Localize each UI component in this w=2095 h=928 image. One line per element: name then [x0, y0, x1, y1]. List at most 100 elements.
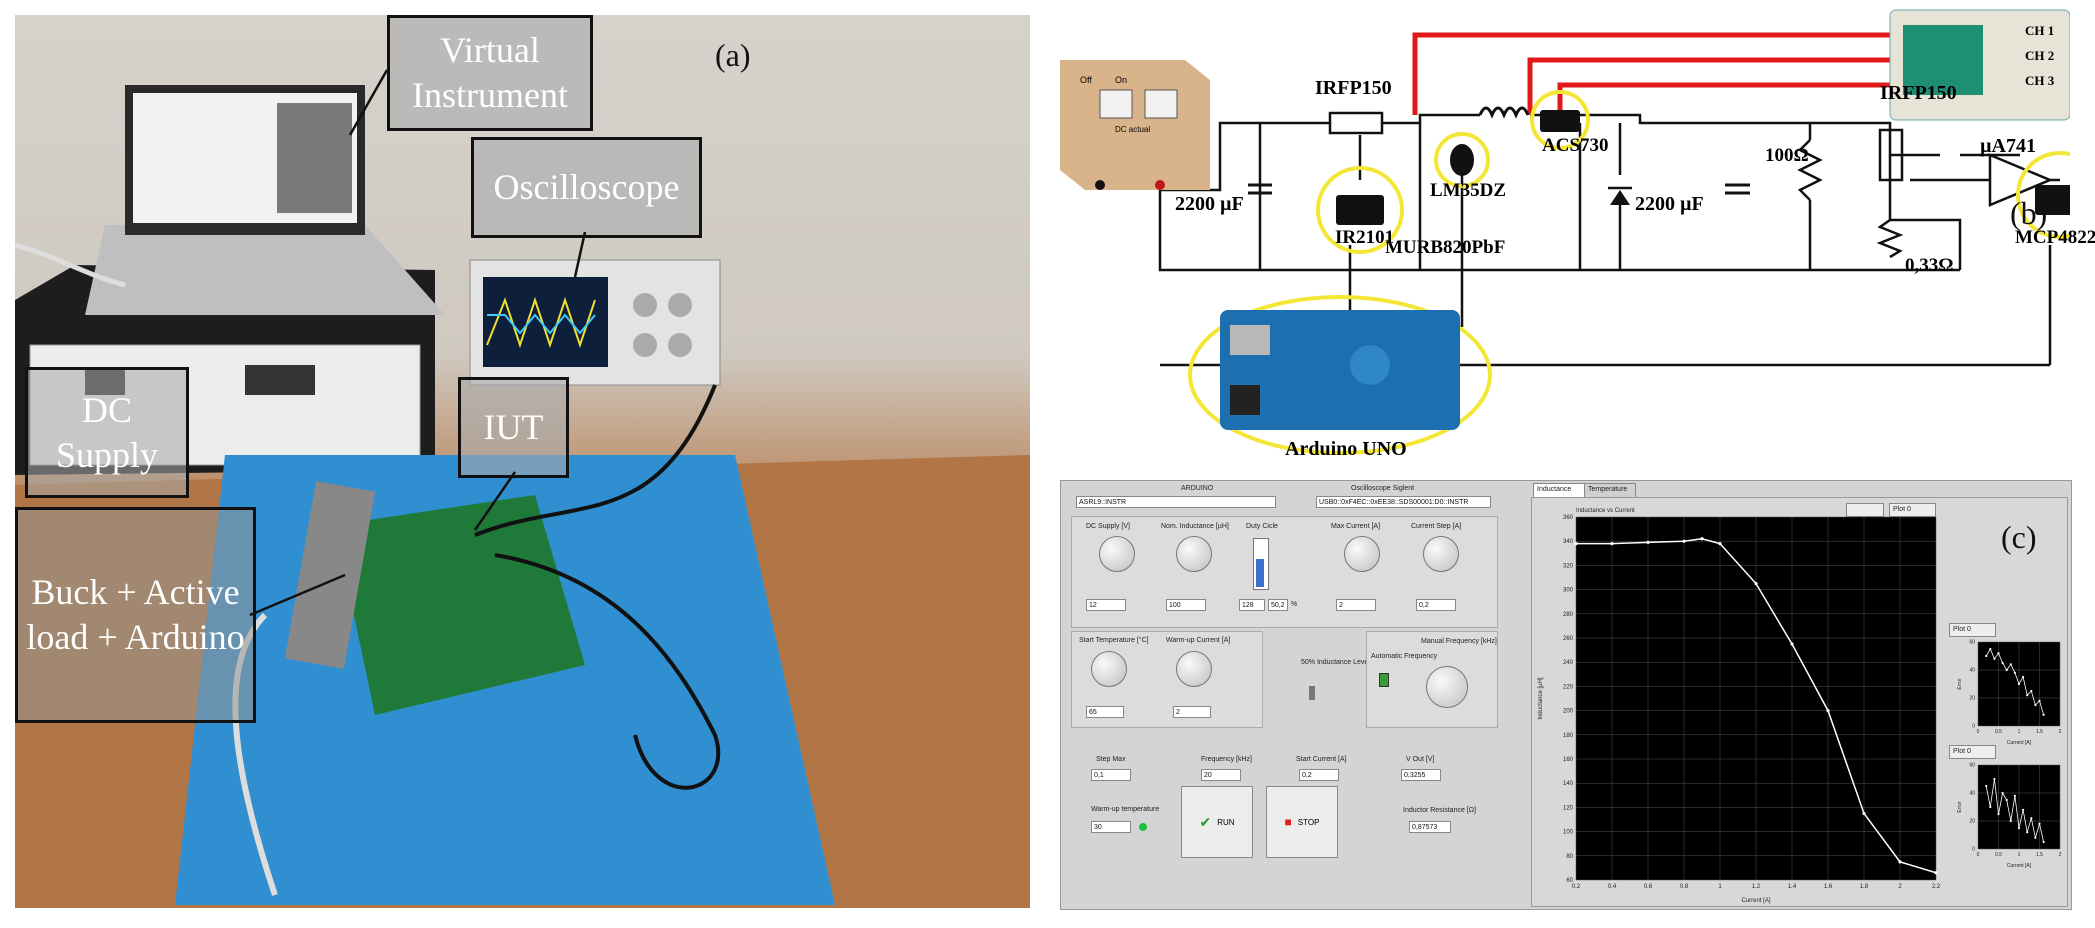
tab-temperature[interactable]: Temperature: [1584, 483, 1636, 498]
chart0-ylabel: Inductance [µH]: [1538, 677, 1544, 719]
auto-freq-toggle[interactable]: [1379, 673, 1389, 687]
warmup-temp-label: Warm-up temperature: [1091, 806, 1160, 813]
chart2-ytick-label: 20: [1969, 819, 1975, 825]
dc-supply-field[interactable]: 12: [1086, 599, 1126, 611]
chart1-point: [2030, 689, 2033, 693]
inductor-resistance-label: Inductor Resistance [Ω]: [1403, 807, 1476, 814]
chart1-xtick-label: 1.5: [2036, 729, 2043, 735]
chart1-point: [1997, 652, 2000, 655]
chart0-xtick-label: 1.4: [1788, 884, 1797, 890]
start-temp-field[interactable]: 65: [1086, 706, 1124, 718]
frequency-field[interactable]: 20: [1201, 769, 1241, 781]
chart0-point: [1610, 542, 1614, 546]
inductor-resistance-field[interactable]: 0,87573: [1409, 821, 1451, 833]
chart2-point: [1985, 784, 1988, 788]
start-temp-knob[interactable]: [1091, 651, 1127, 687]
plot-legend-main[interactable]: Plot 0: [1889, 503, 1936, 517]
run-button[interactable]: ✔ RUN: [1181, 786, 1253, 858]
chart2-point: [1993, 777, 1996, 781]
stop-button[interactable]: ■ STOP: [1266, 786, 1338, 858]
virtual-instrument-panel: ARDUINO ASRL9::INSTR Oscilloscope Siglen…: [1060, 480, 2072, 910]
nom-inductance-knob[interactable]: [1176, 536, 1212, 572]
driver-label: IR2101: [1335, 227, 1395, 248]
resistor-shunt-label: 0,33Ω: [1905, 255, 1954, 276]
duty-cycle-field-2[interactable]: 50,2: [1268, 599, 1288, 611]
callout-virtual-instrument: Virtual Instrument: [387, 15, 593, 131]
chart0-xtick-label: 2: [1898, 884, 1902, 890]
v-out-field[interactable]: 0,3255: [1401, 769, 1441, 781]
manual-freq-knob[interactable]: [1426, 666, 1468, 708]
scope-port-select[interactable]: USB0::0xF4EC::0xEE38::SDS00001:D0::INSTR: [1316, 496, 1491, 508]
plot-legend-main-label: Plot 0: [1893, 506, 1911, 513]
chart1-xtick-label: 1: [2018, 729, 2021, 735]
warmup-current-knob[interactable]: [1176, 651, 1212, 687]
chart1-xtick-label: 2: [2059, 729, 2062, 735]
chart0-xtick-label: 1.6: [1824, 884, 1833, 890]
graph-palette-icon[interactable]: [1846, 503, 1884, 517]
chart2-point: [2001, 791, 2004, 795]
dc-supply-label: DC Supply [V]: [1086, 523, 1130, 530]
tab-inductance[interactable]: Inductance: [1533, 483, 1585, 498]
chart0-ytick-label: 60: [1566, 878, 1573, 884]
chart0-ytick-label: 320: [1563, 563, 1574, 569]
duty-cycle-unit: %: [1291, 601, 1298, 608]
chart1-ytick-label: 20: [1969, 696, 1975, 702]
cap-out-label: 2200 µF: [1635, 193, 1704, 215]
chart0-xtick-label: 0.2: [1572, 884, 1581, 890]
chart1-ytick-label: 0: [1972, 724, 1975, 730]
chart0-xtick-label: 1.2: [1752, 884, 1761, 890]
dc-supply-knob[interactable]: [1099, 536, 1135, 572]
inductance-level-label: 50% Inductance Level: [1301, 659, 1370, 666]
chart1-xtick-label: 0.5: [1995, 729, 2002, 735]
dac-label: MCP4822: [2015, 227, 2095, 248]
callout-iut: IUT: [458, 377, 569, 478]
callout-oscilloscope: Oscilloscope: [471, 137, 702, 238]
warmup-current-field[interactable]: 2: [1173, 706, 1211, 718]
plot-legend-error-2[interactable]: Plot 0: [1949, 745, 1996, 759]
stop-icon: ■: [1284, 815, 1292, 829]
current-step-knob[interactable]: [1423, 536, 1459, 572]
plot-legend-error-1-label: Plot 0: [1953, 626, 1971, 633]
tab-inductance-label: Inductance: [1537, 486, 1572, 493]
duty-cycle-field-1[interactable]: 128: [1239, 599, 1265, 611]
chart1-xlabel: Current [A]: [2007, 740, 2032, 746]
chart0-ytick-label: 220: [1563, 684, 1574, 690]
chart0-ytick-label: 360: [1563, 515, 1574, 521]
inductance-level-indicator: [1309, 686, 1315, 700]
scope-ch3-label: CH 3: [2025, 73, 2055, 88]
scope-ch2-label: CH 2: [2025, 48, 2055, 63]
chart0-point: [1934, 871, 1938, 875]
chart0-point: [1718, 542, 1722, 546]
duty-cycle-slider[interactable]: [1253, 538, 1269, 590]
chart0-point: [1646, 540, 1650, 545]
chart0-point: [1862, 811, 1866, 816]
max-current-field[interactable]: 2: [1336, 599, 1376, 611]
nom-inductance-field[interactable]: 100: [1166, 599, 1206, 611]
warmup-temp-field[interactable]: 30: [1091, 821, 1131, 833]
chart2-point: [1997, 812, 2000, 816]
chart0-point: [1574, 542, 1578, 546]
chart1-point: [2022, 675, 2025, 679]
supply-switch-on: On: [1115, 75, 1128, 85]
supply-switch-off: Off: [1080, 75, 1092, 85]
start-current-field[interactable]: 0,2: [1299, 769, 1339, 781]
chart0-ytick-label: 80: [1566, 854, 1573, 860]
arduino-header: ARDUINO: [1181, 485, 1214, 492]
chart2-xtick-label: 1.5: [2036, 852, 2043, 858]
chart2-point: [2038, 822, 2041, 825]
plot-legend-error-1[interactable]: Plot 0: [1949, 623, 1996, 637]
step-max-label: Step Max: [1096, 756, 1126, 763]
chart1-point: [2034, 703, 2037, 707]
chart0-ytick-label: 200: [1563, 709, 1574, 715]
chart0-xtick-label: 1: [1718, 884, 1722, 890]
chart2-ytick-label: 0: [1972, 847, 1975, 853]
arduino-port-select[interactable]: ASRL9::INSTR: [1076, 496, 1276, 508]
chart2-xtick-label: 2: [2059, 852, 2062, 858]
scope-ch1-label: CH 1: [2025, 23, 2055, 38]
max-current-knob[interactable]: [1344, 536, 1380, 572]
chart1-point: [2005, 668, 2008, 672]
current-step-field[interactable]: 0,2: [1416, 599, 1456, 611]
step-max-field[interactable]: 0,1: [1091, 769, 1131, 781]
max-current-label: Max Current [A]: [1331, 523, 1381, 530]
